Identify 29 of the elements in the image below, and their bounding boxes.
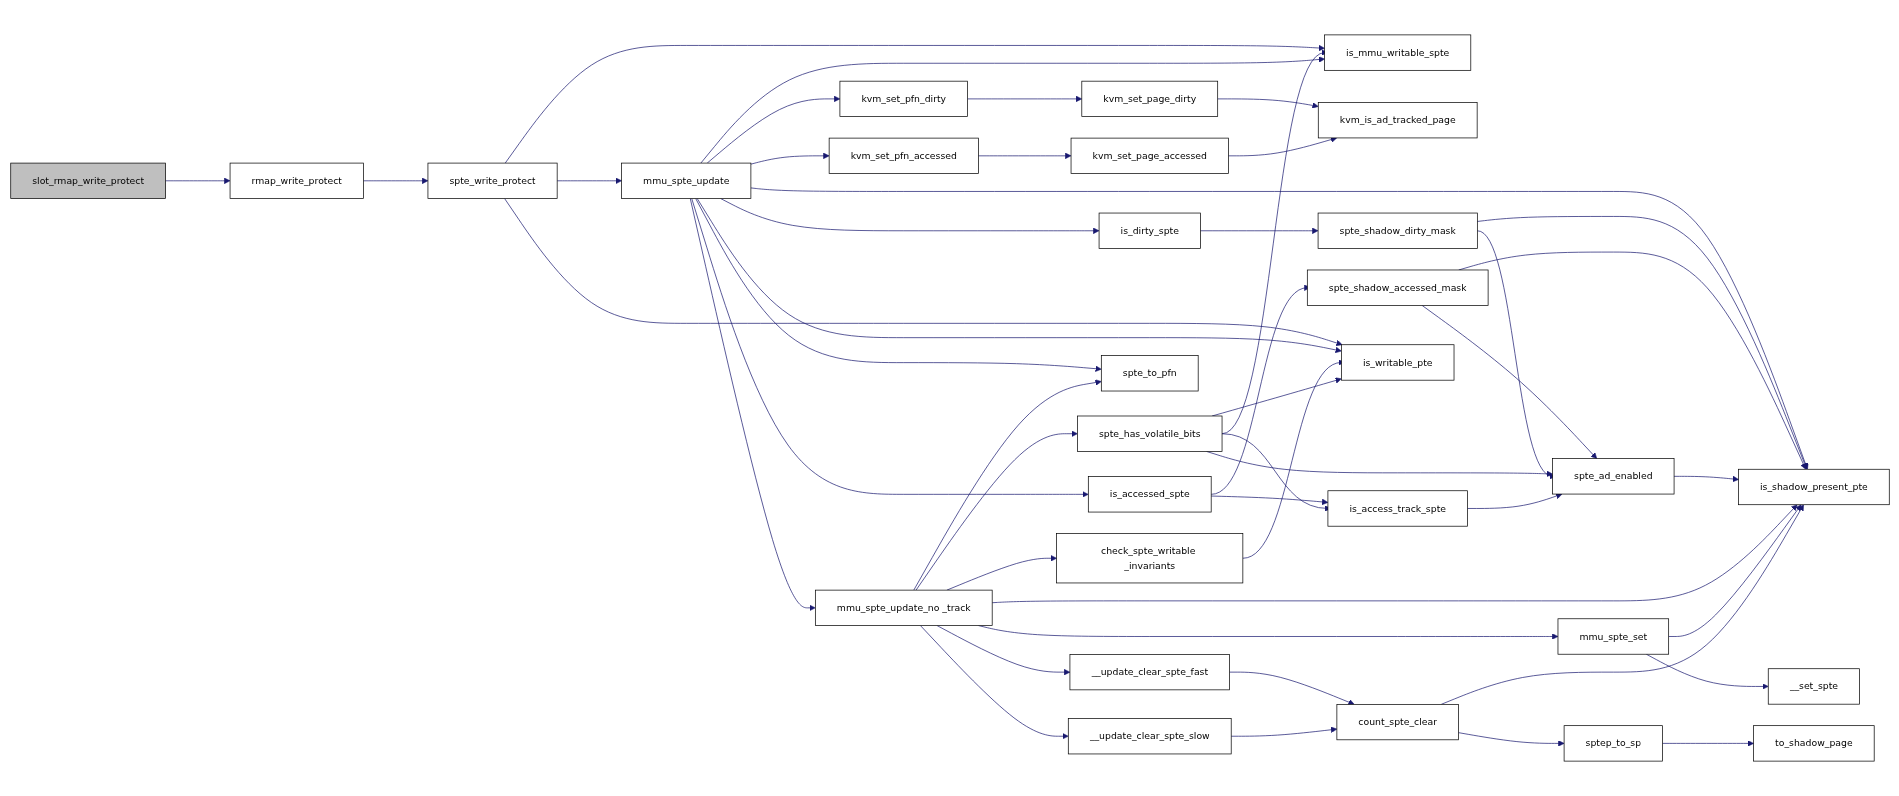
- node-box: __update_clear_spte_slow: [1067, 718, 1232, 755]
- node-box: rmap_write_protect: [229, 162, 364, 199]
- node-box: kvm_is_ad_tracked_page: [1317, 102, 1477, 139]
- node-box: is_shadow_present_pte: [1737, 468, 1890, 506]
- node-box: is_mmu_writable_spte: [1323, 34, 1471, 71]
- node-box: is_dirty_spte: [1098, 212, 1201, 249]
- node-box: mmu_spte_set: [1557, 618, 1669, 655]
- node-box: __update_clear_spte_fast: [1069, 654, 1230, 691]
- node-box: spte_has_volatile_bits: [1076, 415, 1222, 452]
- node-box: kvm_set_page_dirty: [1080, 80, 1218, 117]
- node-box: spte_write_protect: [427, 162, 557, 199]
- node-box: spte_ad_enabled: [1551, 458, 1674, 495]
- node-box: mmu_spte_update_no _track: [814, 589, 993, 626]
- node-box: kvm_set_pfn_dirty: [839, 80, 968, 117]
- node-box: is_access_track_spte: [1327, 490, 1468, 527]
- node-box: spte_to_pfn: [1100, 355, 1199, 392]
- node-box: kvm_set_pfn_accessed: [828, 137, 979, 174]
- node-box: slot_rmap_write_protect: [9, 162, 166, 199]
- node-box: to_shadow_page: [1752, 725, 1875, 762]
- node-box: kvm_set_page_accessed: [1070, 137, 1229, 174]
- node-box: sptep_to_sp: [1563, 725, 1663, 762]
- node-box: check_spte_writable _invariants: [1055, 533, 1243, 584]
- node-box: mmu_spte_update: [620, 162, 751, 199]
- node-box: spte_shadow_accessed_mask: [1306, 269, 1488, 306]
- node-box: is_writable_pte: [1340, 344, 1454, 381]
- node-box: __set_spte: [1767, 668, 1860, 705]
- node-box: count_spte_clear: [1336, 704, 1459, 741]
- node-box: is_accessed_spte: [1087, 476, 1212, 513]
- node-box: spte_shadow_dirty_mask: [1317, 212, 1478, 249]
